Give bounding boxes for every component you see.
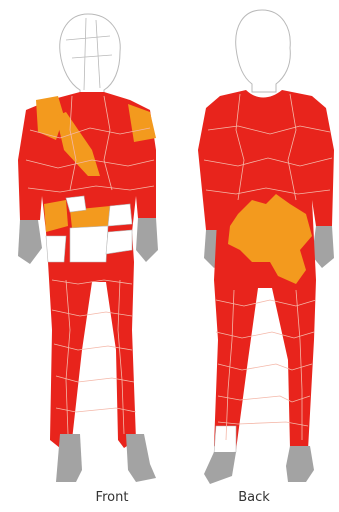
- back-right-hand: [312, 226, 334, 268]
- front-right-hand: [136, 218, 158, 262]
- front-white-hip-left: [46, 236, 66, 262]
- back-right-foot: [286, 446, 314, 482]
- back-head: [236, 10, 291, 92]
- front-label: Front: [72, 490, 152, 505]
- front-white-crotch: [70, 226, 108, 262]
- back-label: Back: [214, 490, 294, 505]
- front-white-hip-right: [108, 204, 132, 226]
- front-view: [18, 14, 158, 482]
- back-body-red: [198, 90, 334, 456]
- back-view: [198, 10, 334, 484]
- front-right-foot: [126, 434, 156, 482]
- back-left-foot: [204, 452, 236, 484]
- front-head: [60, 14, 120, 98]
- front-white-thigh-right: [106, 230, 132, 254]
- front-left-hand: [18, 220, 42, 264]
- front-left-foot: [56, 434, 82, 482]
- back-white-calf-left: [214, 426, 236, 454]
